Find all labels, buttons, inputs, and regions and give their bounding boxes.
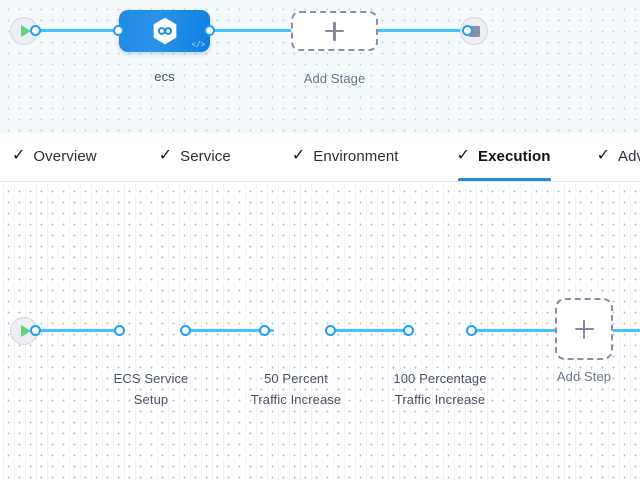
stage-start-port[interactable] <box>30 25 41 36</box>
tab-label: Environment <box>313 147 399 165</box>
step-2-port-right[interactable] <box>325 325 336 336</box>
active-tab-underline <box>457 178 551 181</box>
stage-ecs-port-right[interactable] <box>204 25 215 36</box>
tab-overview[interactable]: ✓ Overview <box>12 133 97 181</box>
tab-label: Execution <box>477 147 551 165</box>
check-icon: ✓ <box>158 147 173 164</box>
stage-connector-start-to-ecs <box>30 29 125 32</box>
check-icon: ✓ <box>12 147 26 164</box>
plus-icon <box>325 21 344 41</box>
plus-icon <box>574 319 594 339</box>
play-icon <box>20 325 31 337</box>
check-icon: ✓ <box>291 147 306 164</box>
step-3-port-left[interactable] <box>403 325 414 336</box>
step-label-2: 50 Percent Traffic Increase <box>250 371 342 407</box>
tab-service[interactable]: ✓ Service <box>159 133 231 181</box>
stage-canvas[interactable]: </> ecs Add Stage <box>0 0 640 133</box>
step-connector-2-to-3 <box>329 329 413 332</box>
stage-connector-ecs-to-addstage <box>206 29 296 32</box>
add-stage-button[interactable] <box>291 11 378 51</box>
add-step-label: Add Step <box>556 369 612 384</box>
check-icon: ✓ <box>456 147 470 164</box>
tab-label: Service <box>180 147 231 165</box>
tab-label: Overview <box>33 147 97 165</box>
stage-connector-addstage-to-end <box>375 29 467 32</box>
stop-icon <box>468 25 480 37</box>
step-start-port[interactable] <box>30 325 41 336</box>
tab-environment[interactable]: ✓ Environment <box>292 133 399 181</box>
harness-hexagon-icon <box>153 17 176 45</box>
step-connector-start-to-1 <box>30 329 125 332</box>
add-stage-label: Add Stage <box>303 71 366 86</box>
add-step-button[interactable] <box>555 298 613 360</box>
step-connector-addstep-to-end <box>610 329 640 332</box>
step-1-port-left[interactable] <box>114 325 125 336</box>
stage-code-badge: </> <box>191 41 205 50</box>
play-icon <box>20 25 31 37</box>
check-icon: ✓ <box>596 147 610 164</box>
tab-label: Advanced <box>617 147 640 165</box>
step-1-port-right[interactable] <box>180 325 191 336</box>
execution-steps-canvas[interactable]: </> </> <box>0 182 640 480</box>
stage-node-ecs[interactable]: </> <box>119 10 210 52</box>
tab-advanced[interactable]: ✓ Advanced <box>597 133 640 181</box>
step-connector-3-to-addstep <box>470 329 558 332</box>
step-3-port-right[interactable] <box>466 325 477 336</box>
stage-end-port[interactable] <box>462 25 473 36</box>
step-label-3: 100 Percentage Traffic Increase <box>393 371 487 407</box>
step-2-port-left[interactable] <box>259 325 270 336</box>
stage-label-ecs: ecs <box>154 69 175 84</box>
stage-config-tabs: ✓ Overview ✓ Service ✓ Environment ✓ Exe… <box>0 133 640 182</box>
step-connector-1-to-2 <box>182 329 274 332</box>
stage-ecs-port-left[interactable] <box>113 25 124 36</box>
tab-execution[interactable]: ✓ Execution <box>457 133 552 181</box>
step-label-1: ECS Service Setup <box>113 371 189 407</box>
